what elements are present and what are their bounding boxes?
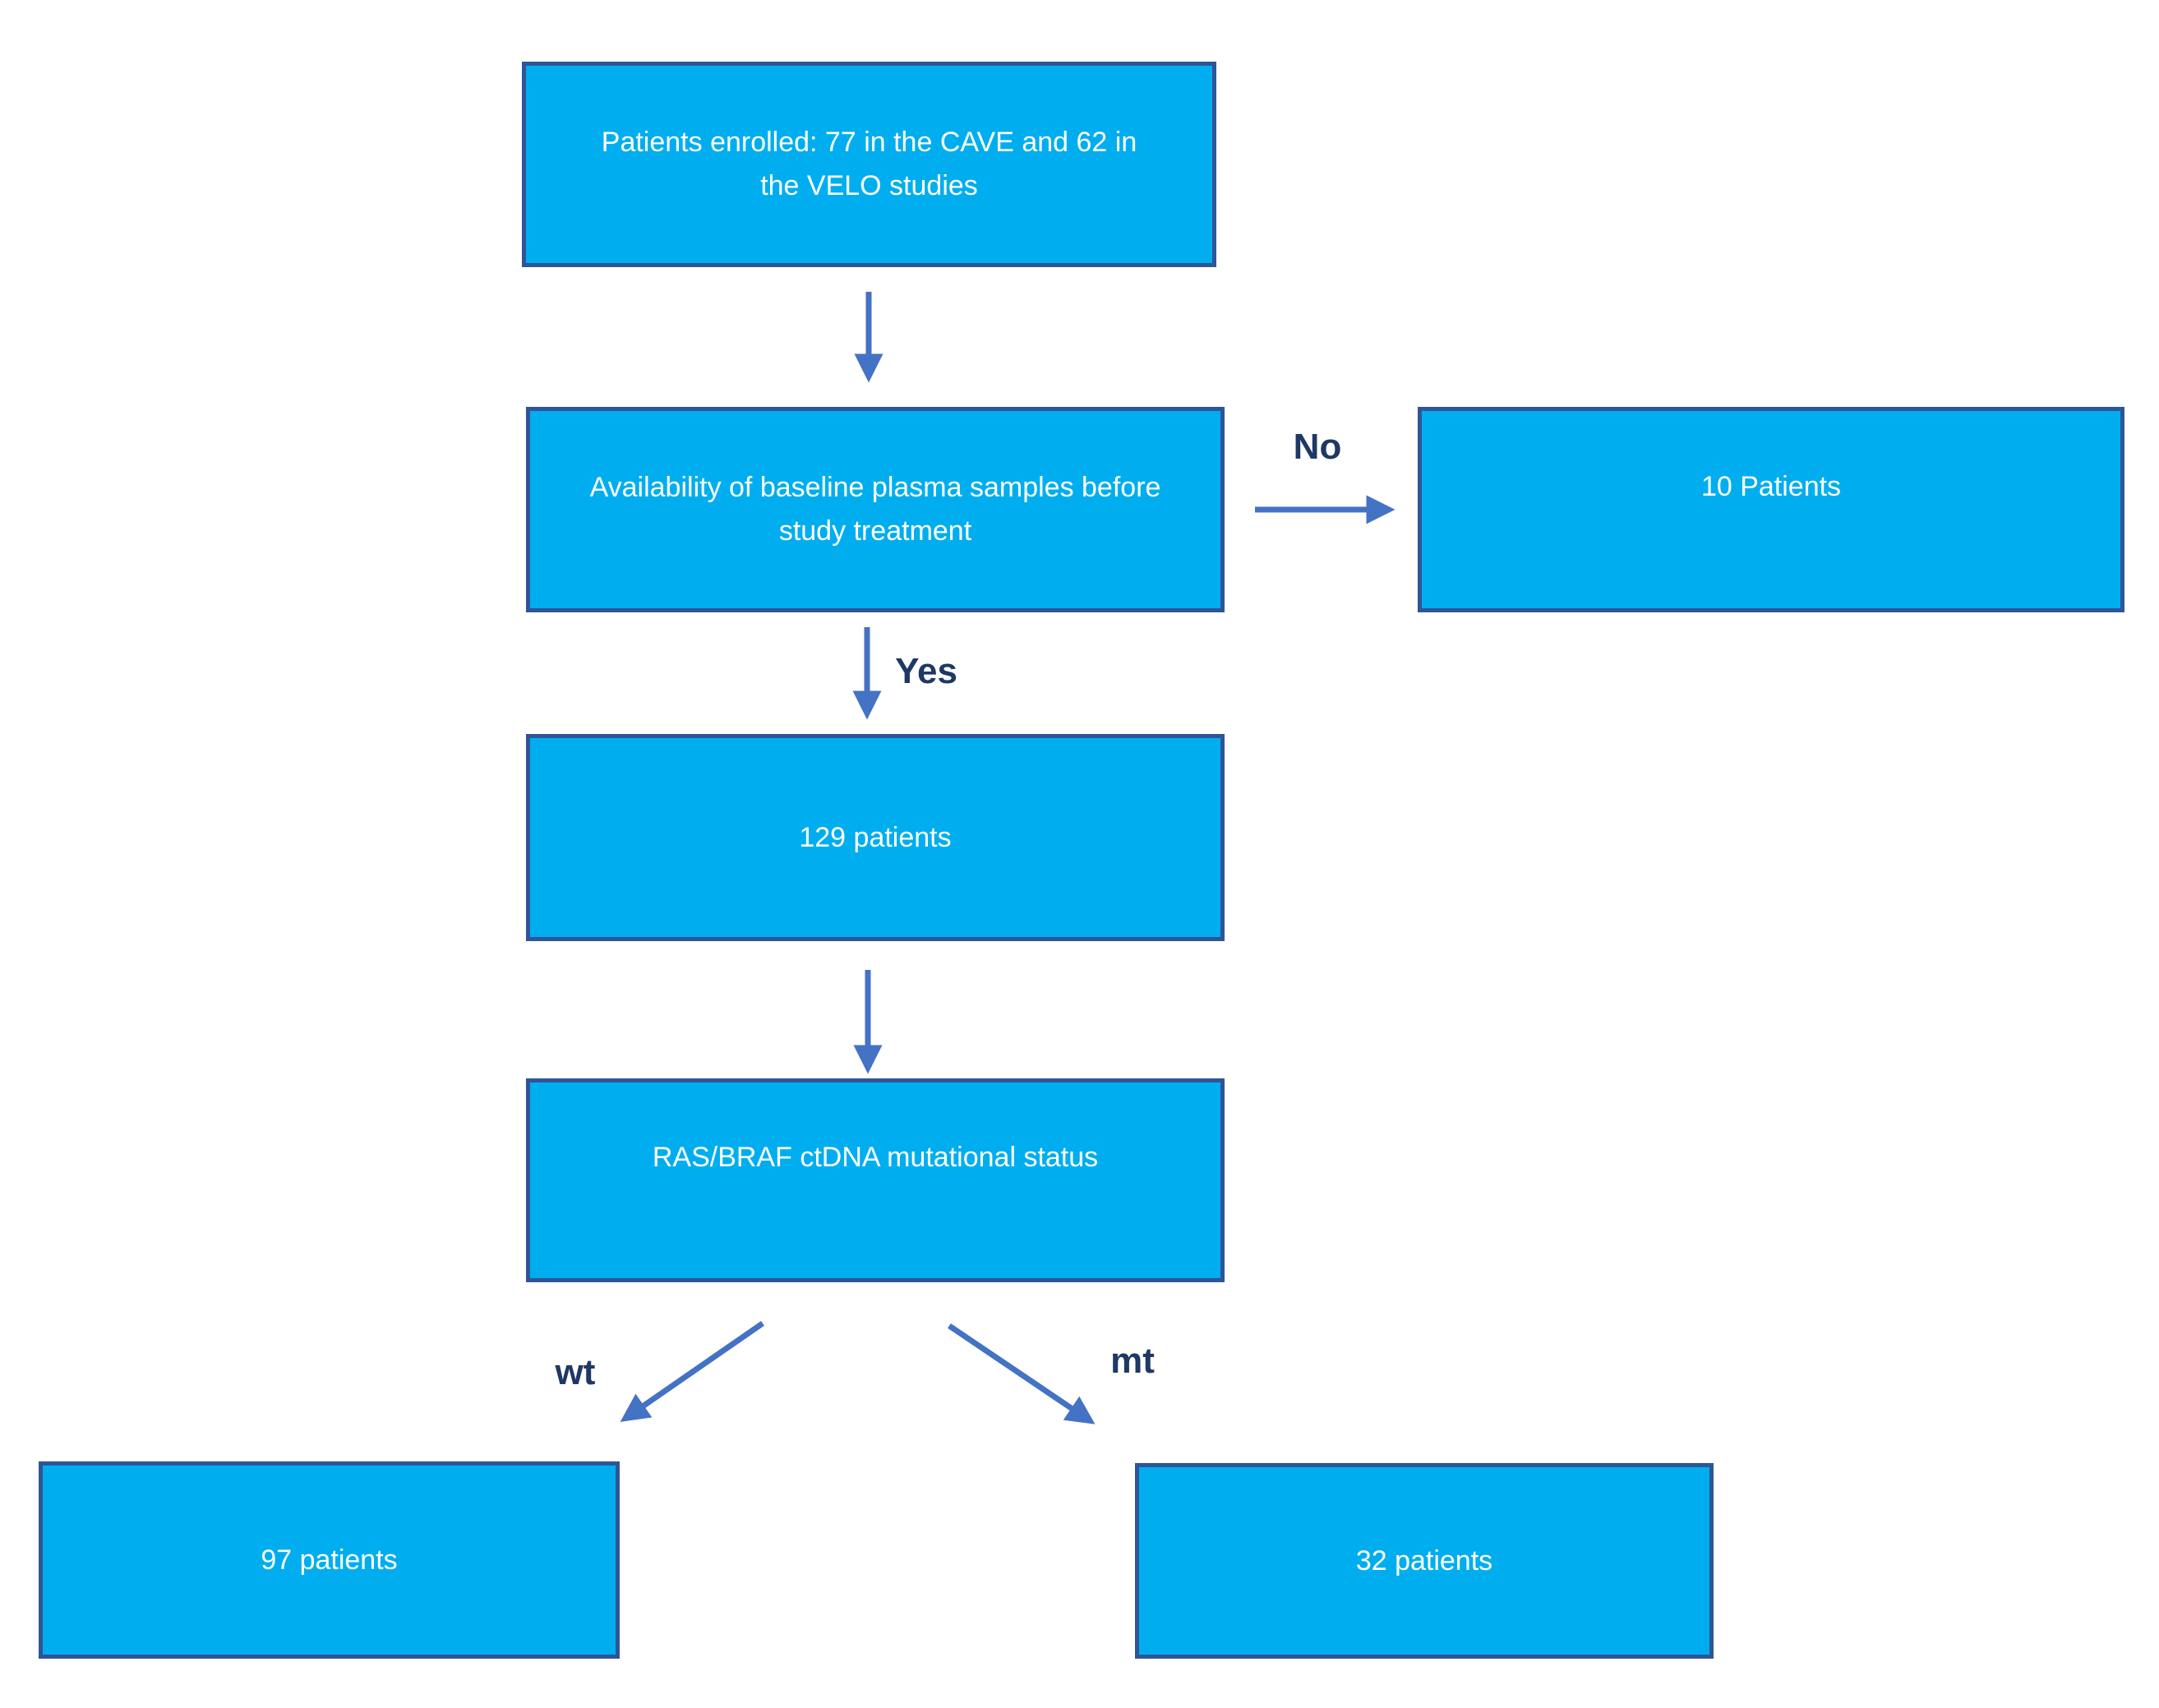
box-mutational-status-label: RAS/BRAF ctDNA mutational status [652, 1142, 1099, 1174]
box-wt-patients: 97 patients [39, 1461, 620, 1659]
box-included-patients-label: 129 patients [799, 821, 952, 853]
arrow-status-to-mt [948, 1323, 1096, 1424]
edge-label-no: No [1293, 427, 1342, 467]
box-mt-patients-label: 32 patients [1355, 1544, 1493, 1576]
edge-label-wt: wt [555, 1352, 596, 1392]
arrow-status-to-wt [620, 1321, 764, 1422]
edge-label-yes: Yes [895, 651, 957, 691]
box-excluded-patients: 10 Patients [1418, 407, 2124, 612]
box-wt-patients-label: 97 patients [261, 1544, 398, 1576]
box-baseline-availability: Availability of baseline plasma samples … [526, 407, 1225, 612]
edge-label-mt: mt [1110, 1341, 1155, 1381]
box-excluded-patients-label: 10 Patients [1700, 471, 1842, 503]
box-mt-patients: 32 patients [1135, 1463, 1714, 1659]
box-baseline-availability-label: Availability of baseline plasma samples … [589, 472, 1161, 547]
box-patients-enrolled: Patients enrolled: 77 in the CAVE and 62… [522, 62, 1216, 267]
box-mutational-status: RAS/BRAF ctDNA mutational status [526, 1078, 1225, 1282]
box-included-patients: 129 patients [526, 734, 1225, 941]
box-patients-enrolled-label: Patients enrolled: 77 in the CAVE and 62… [601, 127, 1137, 201]
